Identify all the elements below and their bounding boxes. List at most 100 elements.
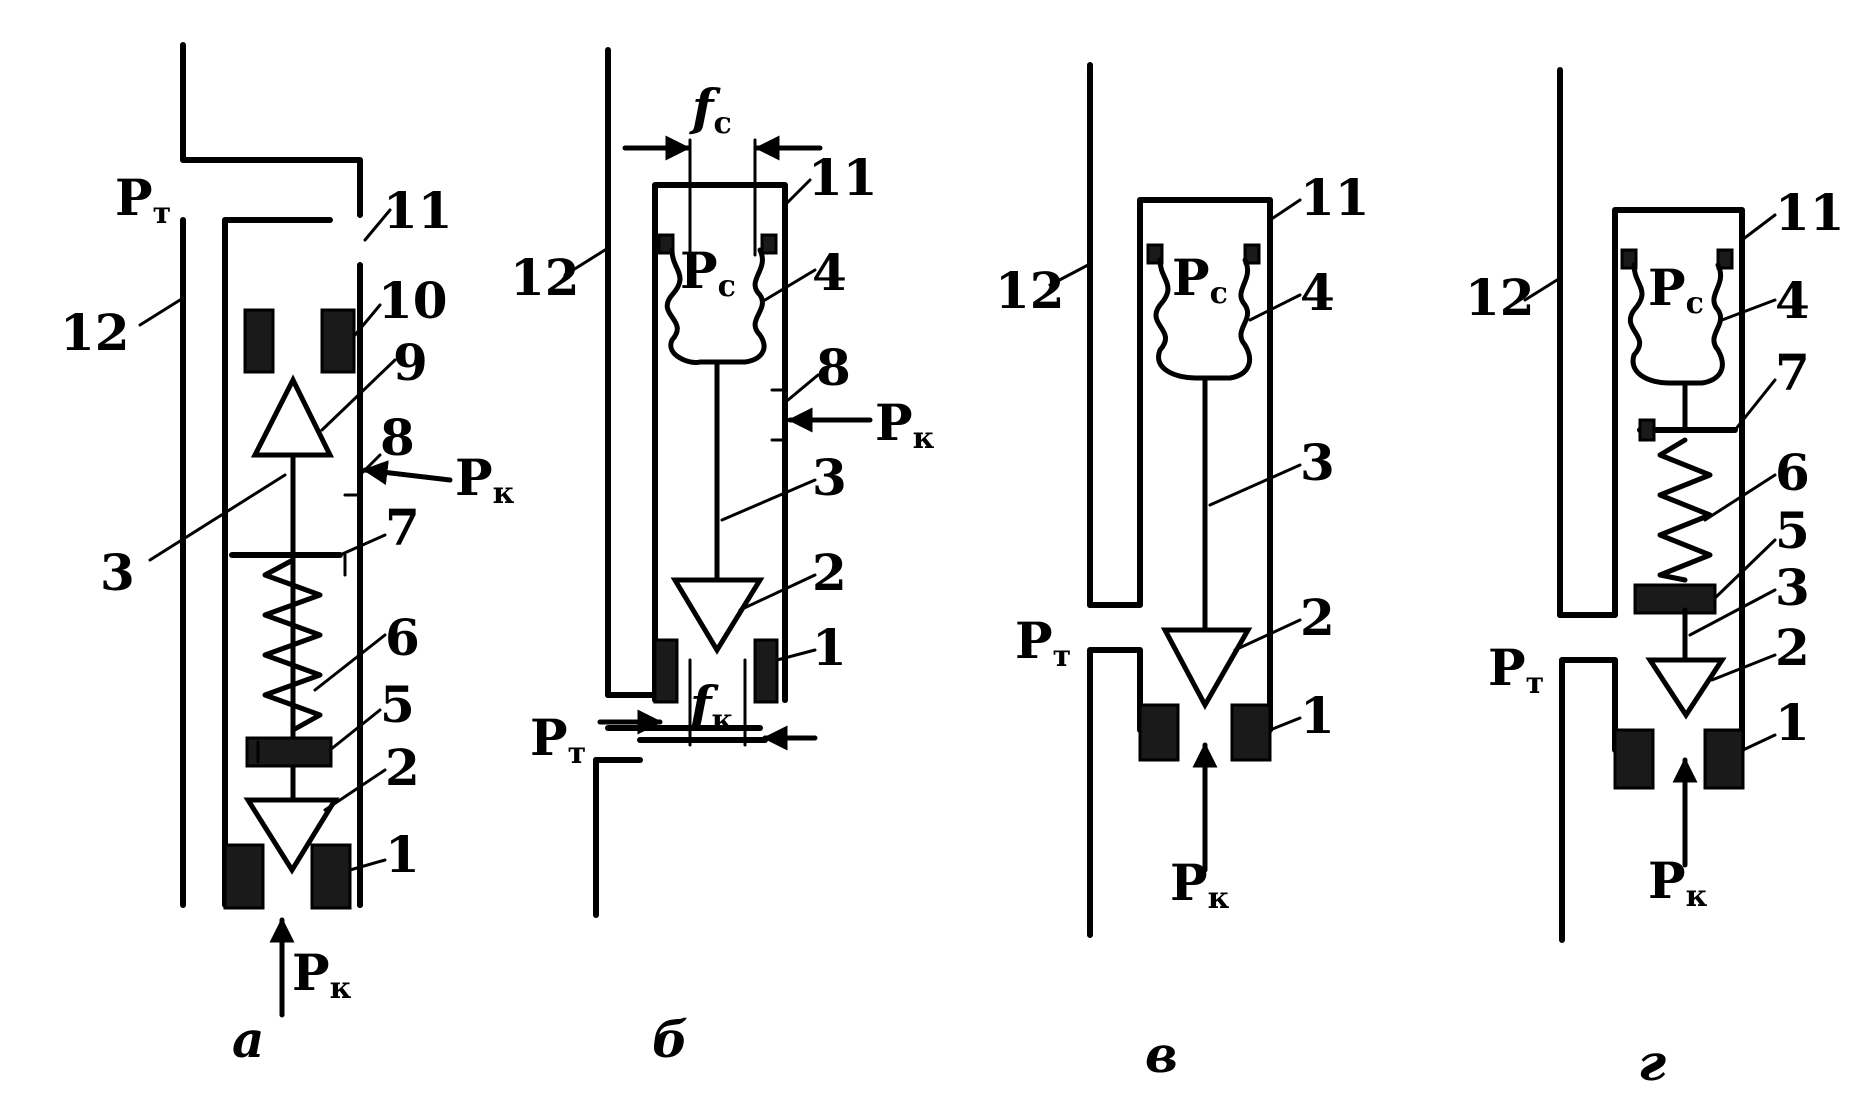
leader-12 — [1523, 278, 1559, 302]
leader-4 — [1248, 293, 1302, 322]
leader-3 — [1688, 588, 1777, 637]
valve-2 — [1645, 657, 1727, 720]
seat-1-left — [1613, 728, 1655, 790]
seat-1-right — [753, 638, 779, 704]
valve-2 — [670, 577, 765, 655]
seat-1-right — [310, 843, 352, 910]
leader-3 — [1208, 463, 1302, 507]
seat-10-left — [243, 308, 275, 374]
label-4: 4 — [812, 243, 847, 302]
seat-1-right — [1703, 728, 1745, 790]
wall-12-notch-bottom — [1559, 657, 1618, 943]
leader-2 — [1233, 618, 1302, 652]
label-11: 11 — [383, 181, 453, 240]
label-fc: fс — [689, 78, 732, 141]
panel-b: fс 11 12 Pс 4 8 Pк 3 2 1 fк Pт б — [510, 47, 935, 1069]
label-6: 6 — [1775, 443, 1810, 502]
label-8: 8 — [816, 338, 851, 397]
label-pk: Pк — [1648, 851, 1708, 914]
panel-v: 11 12 Pс 4 3 2 1 Pт Pк в — [995, 62, 1370, 1084]
leader-1 — [1741, 733, 1777, 752]
label-5: 5 — [1775, 501, 1810, 560]
valve-2 — [1160, 627, 1253, 711]
bellows-anchor-right — [1716, 248, 1734, 270]
label-4: 4 — [1300, 263, 1335, 322]
label-pt: Pт — [530, 708, 586, 771]
bellows-4 — [1627, 262, 1725, 386]
label-p-t: Pт — [115, 168, 171, 231]
label-5: 5 — [380, 675, 415, 734]
label-pt: Pт — [1488, 638, 1544, 701]
label-11: 11 — [1775, 183, 1845, 242]
leader-7 — [1733, 378, 1777, 432]
label-pk: Pк — [1170, 853, 1230, 916]
leader-4 — [763, 268, 817, 302]
label-1: 1 — [1775, 693, 1810, 752]
label-3: 3 — [100, 543, 135, 602]
label-1: 1 — [385, 825, 420, 884]
valve-2 — [243, 797, 340, 875]
leader-10 — [353, 303, 382, 337]
bellows-4 — [664, 247, 767, 366]
bellows-anchor-right — [1243, 243, 1261, 265]
label-pt: Pт — [1015, 611, 1071, 674]
body-11 — [222, 217, 333, 908]
label-2: 2 — [385, 738, 420, 797]
seat-1-left — [223, 843, 265, 910]
label-p-k-bottom: Pк — [292, 943, 352, 1006]
spring-6 — [262, 557, 323, 733]
label-12: 12 — [995, 261, 1065, 320]
bellows-4 — [1153, 257, 1252, 381]
label-11: 11 — [1300, 168, 1370, 227]
bellows-anchor-left — [657, 233, 675, 255]
panel-g: 11 12 Pс 4 7 6 5 3 2 1 Pт Pк г — [1465, 67, 1845, 1092]
label-9: 9 — [393, 333, 428, 392]
wall-outer-12 — [180, 42, 363, 218]
label-3: 3 — [1775, 558, 1810, 617]
label-2: 2 — [1775, 618, 1810, 677]
arrow-pk-side — [362, 460, 453, 486]
leader-5 — [1713, 538, 1777, 600]
leader-12 — [1048, 263, 1090, 287]
panel-a: Pт 12 11 10 9 8 Pк 3 7 6 5 2 1 Pк а — [60, 42, 515, 1069]
label-4: 4 — [1775, 271, 1810, 330]
leader-6 — [1703, 473, 1777, 522]
label-12: 12 — [510, 248, 580, 307]
label-6: 6 — [385, 608, 420, 667]
leader-1 — [348, 858, 387, 872]
label-1: 1 — [1300, 686, 1335, 745]
leader-5 — [328, 708, 382, 752]
leader-2 — [323, 768, 387, 812]
leader-6 — [313, 633, 387, 692]
label-12: 12 — [1465, 268, 1535, 327]
label-3: 3 — [1300, 433, 1335, 492]
seat-1-left — [1138, 703, 1180, 762]
label-10: 10 — [378, 271, 448, 330]
collar-7-left — [1638, 418, 1656, 442]
leader-7 — [338, 533, 387, 557]
label-pc: Pс — [1648, 258, 1704, 321]
nut-5 — [245, 736, 333, 768]
label-pc: Pс — [1172, 248, 1228, 311]
valve-9 — [250, 374, 335, 458]
leader-11 — [363, 208, 392, 242]
label-7: 7 — [385, 498, 420, 557]
leader-11 — [1740, 213, 1777, 242]
label-pk: Pк — [875, 393, 935, 456]
leader-1 — [1268, 716, 1302, 732]
wall-12-notch-top — [1557, 207, 1745, 753]
nut-5 — [1633, 583, 1717, 615]
wall-12-notch-bottom — [1087, 647, 1143, 938]
label-p-k-side: Pк — [455, 448, 515, 511]
leader-12 — [563, 248, 607, 277]
wall-12-notch-top — [1087, 197, 1273, 733]
label-12: 12 — [60, 303, 130, 362]
label-11: 11 — [808, 148, 878, 207]
caption-v: в — [1145, 1025, 1178, 1084]
leader-2 — [1710, 653, 1777, 682]
label-3: 3 — [812, 448, 847, 507]
label-8: 8 — [380, 408, 415, 467]
seat-10-right — [320, 308, 356, 374]
